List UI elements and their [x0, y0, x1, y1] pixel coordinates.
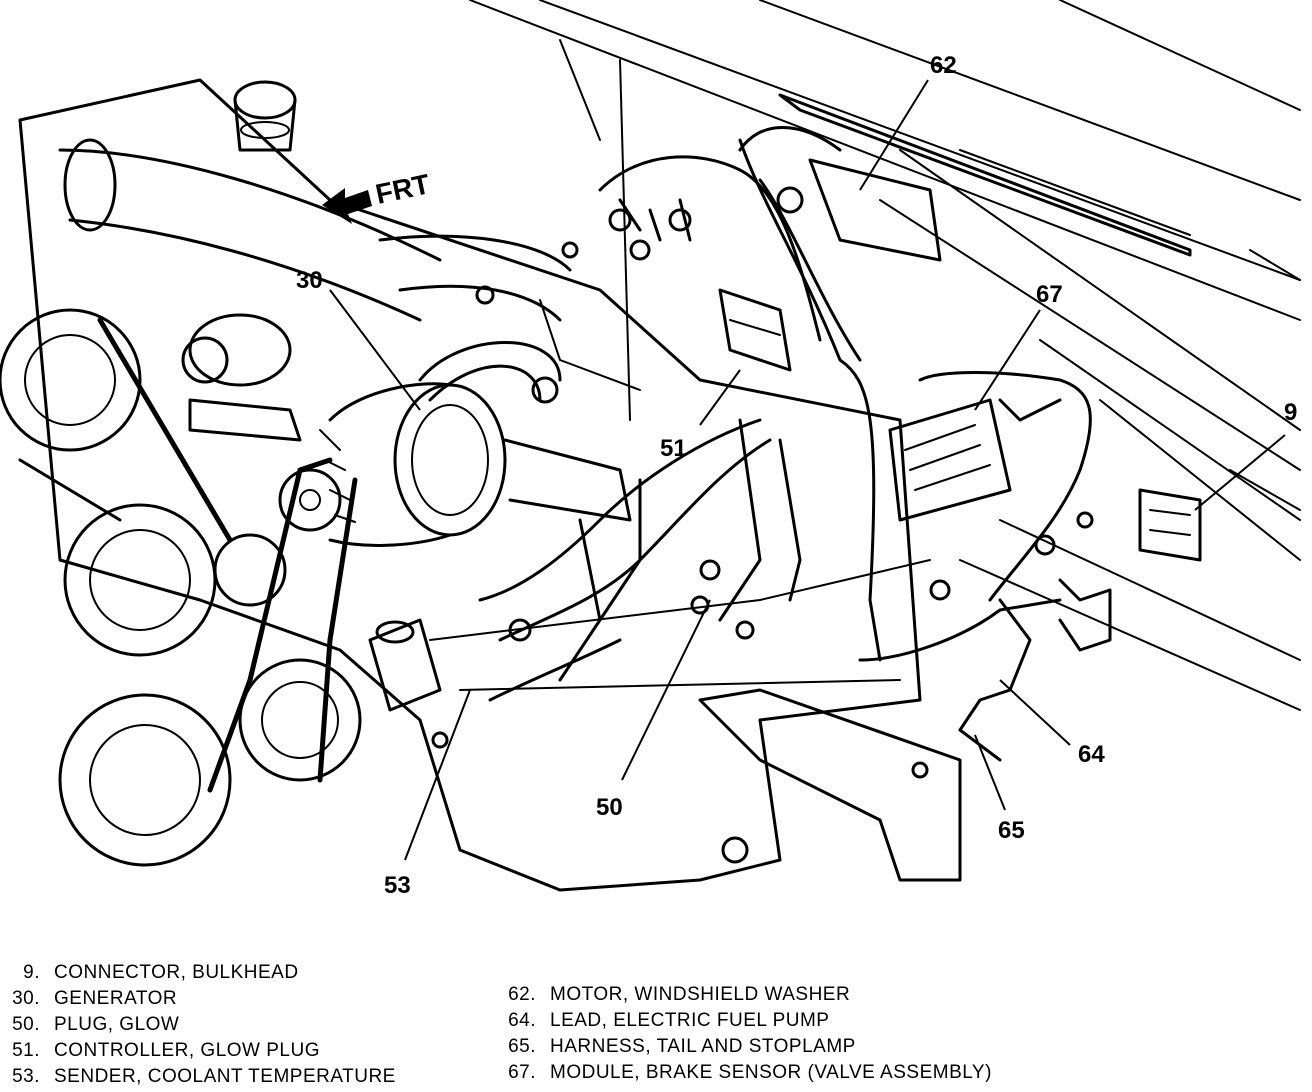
- legend-number: 62.: [508, 984, 536, 1005]
- legend-item: 67. MODULE, BRAKE SENSOR (VALVE ASSEMBLY): [500, 1060, 992, 1086]
- leader-65: [974, 734, 1006, 811]
- legend-number: 53.: [12, 1066, 40, 1087]
- callout-30: 30: [296, 267, 323, 294]
- front-label: FRT: [373, 168, 433, 210]
- engine-wiring-diagram: FRT 30 51 50 53 62 67 9 64 65: [0, 0, 1301, 899]
- pulley-assembly: [0, 308, 362, 867]
- callout-labels: 30 51 50 53 62 67 9 64 65: [296, 52, 1297, 899]
- leader-50: [621, 599, 711, 781]
- leader-67: [974, 309, 1041, 411]
- legend-item: 50. PLUG, GLOW: [0, 1012, 396, 1038]
- legend-text: HARNESS, TAIL AND STOPLAMP: [550, 1036, 856, 1057]
- legend-text: PLUG, GLOW: [54, 1014, 180, 1035]
- legend-item: 9. CONNECTOR, BULKHEAD: [0, 960, 396, 986]
- legend-text: LEAD, ELECTRIC FUEL PUMP: [550, 1010, 830, 1031]
- glow-plug-controller: [718, 288, 792, 372]
- legend-text: CONTROLLER, GLOW PLUG: [54, 1040, 320, 1061]
- callout-53: 53: [384, 872, 411, 899]
- front-arrow-icon: [322, 188, 372, 224]
- legend-text: CONNECTOR, BULKHEAD: [54, 962, 299, 983]
- leader-62: [859, 79, 929, 191]
- legend-number: 51.: [12, 1040, 40, 1061]
- legend-item: 53. SENDER, COOLANT TEMPERATURE: [0, 1064, 396, 1090]
- legend-right: 62. MOTOR, WINDSHIELD WASHER 64. LEAD, ELE…: [500, 982, 992, 1086]
- leader-64: [999, 679, 1071, 746]
- fasteners: [431, 241, 1094, 864]
- power-steering-reservoir: [368, 618, 442, 712]
- upper-harness: [598, 126, 882, 662]
- callout-62: 62: [930, 52, 957, 79]
- callout-51: 51: [660, 435, 687, 462]
- legend-item: 65. HARNESS, TAIL AND STOPLAMP: [500, 1034, 992, 1060]
- oil-filler-cap: [233, 80, 297, 152]
- legend-item: 30. GENERATOR: [0, 986, 396, 1012]
- callout-9: 9: [1284, 399, 1297, 426]
- legend-number: 64.: [508, 1010, 536, 1031]
- engine-block: [18, 78, 962, 892]
- legend-text: MODULE, BRAKE SENSOR (VALVE ASSEMBLY): [550, 1062, 992, 1083]
- bulkhead-connector: [1138, 488, 1202, 562]
- generator: [319, 382, 632, 547]
- thermostat-housing: [181, 313, 302, 442]
- legend-text: MOTOR, WINDSHIELD WASHER: [550, 984, 851, 1005]
- callout-67: 67: [1036, 281, 1063, 308]
- glow-plug-harness: [418, 341, 802, 702]
- legend-number: 67.: [508, 1062, 536, 1083]
- callout-64: 64: [1078, 741, 1105, 768]
- leader-53: [404, 689, 471, 861]
- callout-50: 50: [596, 794, 623, 821]
- brake-sensor-module: [888, 371, 1092, 602]
- legend-item: 51. CONTROLLER, GLOW PLUG: [0, 1038, 396, 1064]
- legend-number: 9.: [23, 962, 40, 983]
- firewall-outline: [469, 0, 1301, 711]
- windshield-washer-motor: [776, 158, 942, 262]
- leader-30: [329, 289, 421, 411]
- legend-number: 30.: [12, 988, 40, 1009]
- legend-item: 64. LEAD, ELECTRIC FUEL PUMP: [500, 1008, 992, 1034]
- legend-left: 9. CONNECTOR, BULKHEAD 30. GENERATOR 50. PL…: [0, 960, 396, 1090]
- air-intake-tube: [58, 138, 572, 322]
- leader-51: [699, 369, 741, 426]
- leader-9: [1194, 434, 1286, 511]
- legend-number: 65.: [508, 1036, 536, 1057]
- legend-number: 50.: [12, 1014, 40, 1035]
- callout-65: 65: [998, 817, 1025, 844]
- callout-leaders: [329, 79, 1286, 861]
- legend-item: 62. MOTOR, WINDSHIELD WASHER: [500, 982, 992, 1008]
- rear-harness: [858, 534, 1112, 762]
- legend-text: GENERATOR: [54, 988, 178, 1009]
- legend-text: SENDER, COOLANT TEMPERATURE: [54, 1066, 396, 1087]
